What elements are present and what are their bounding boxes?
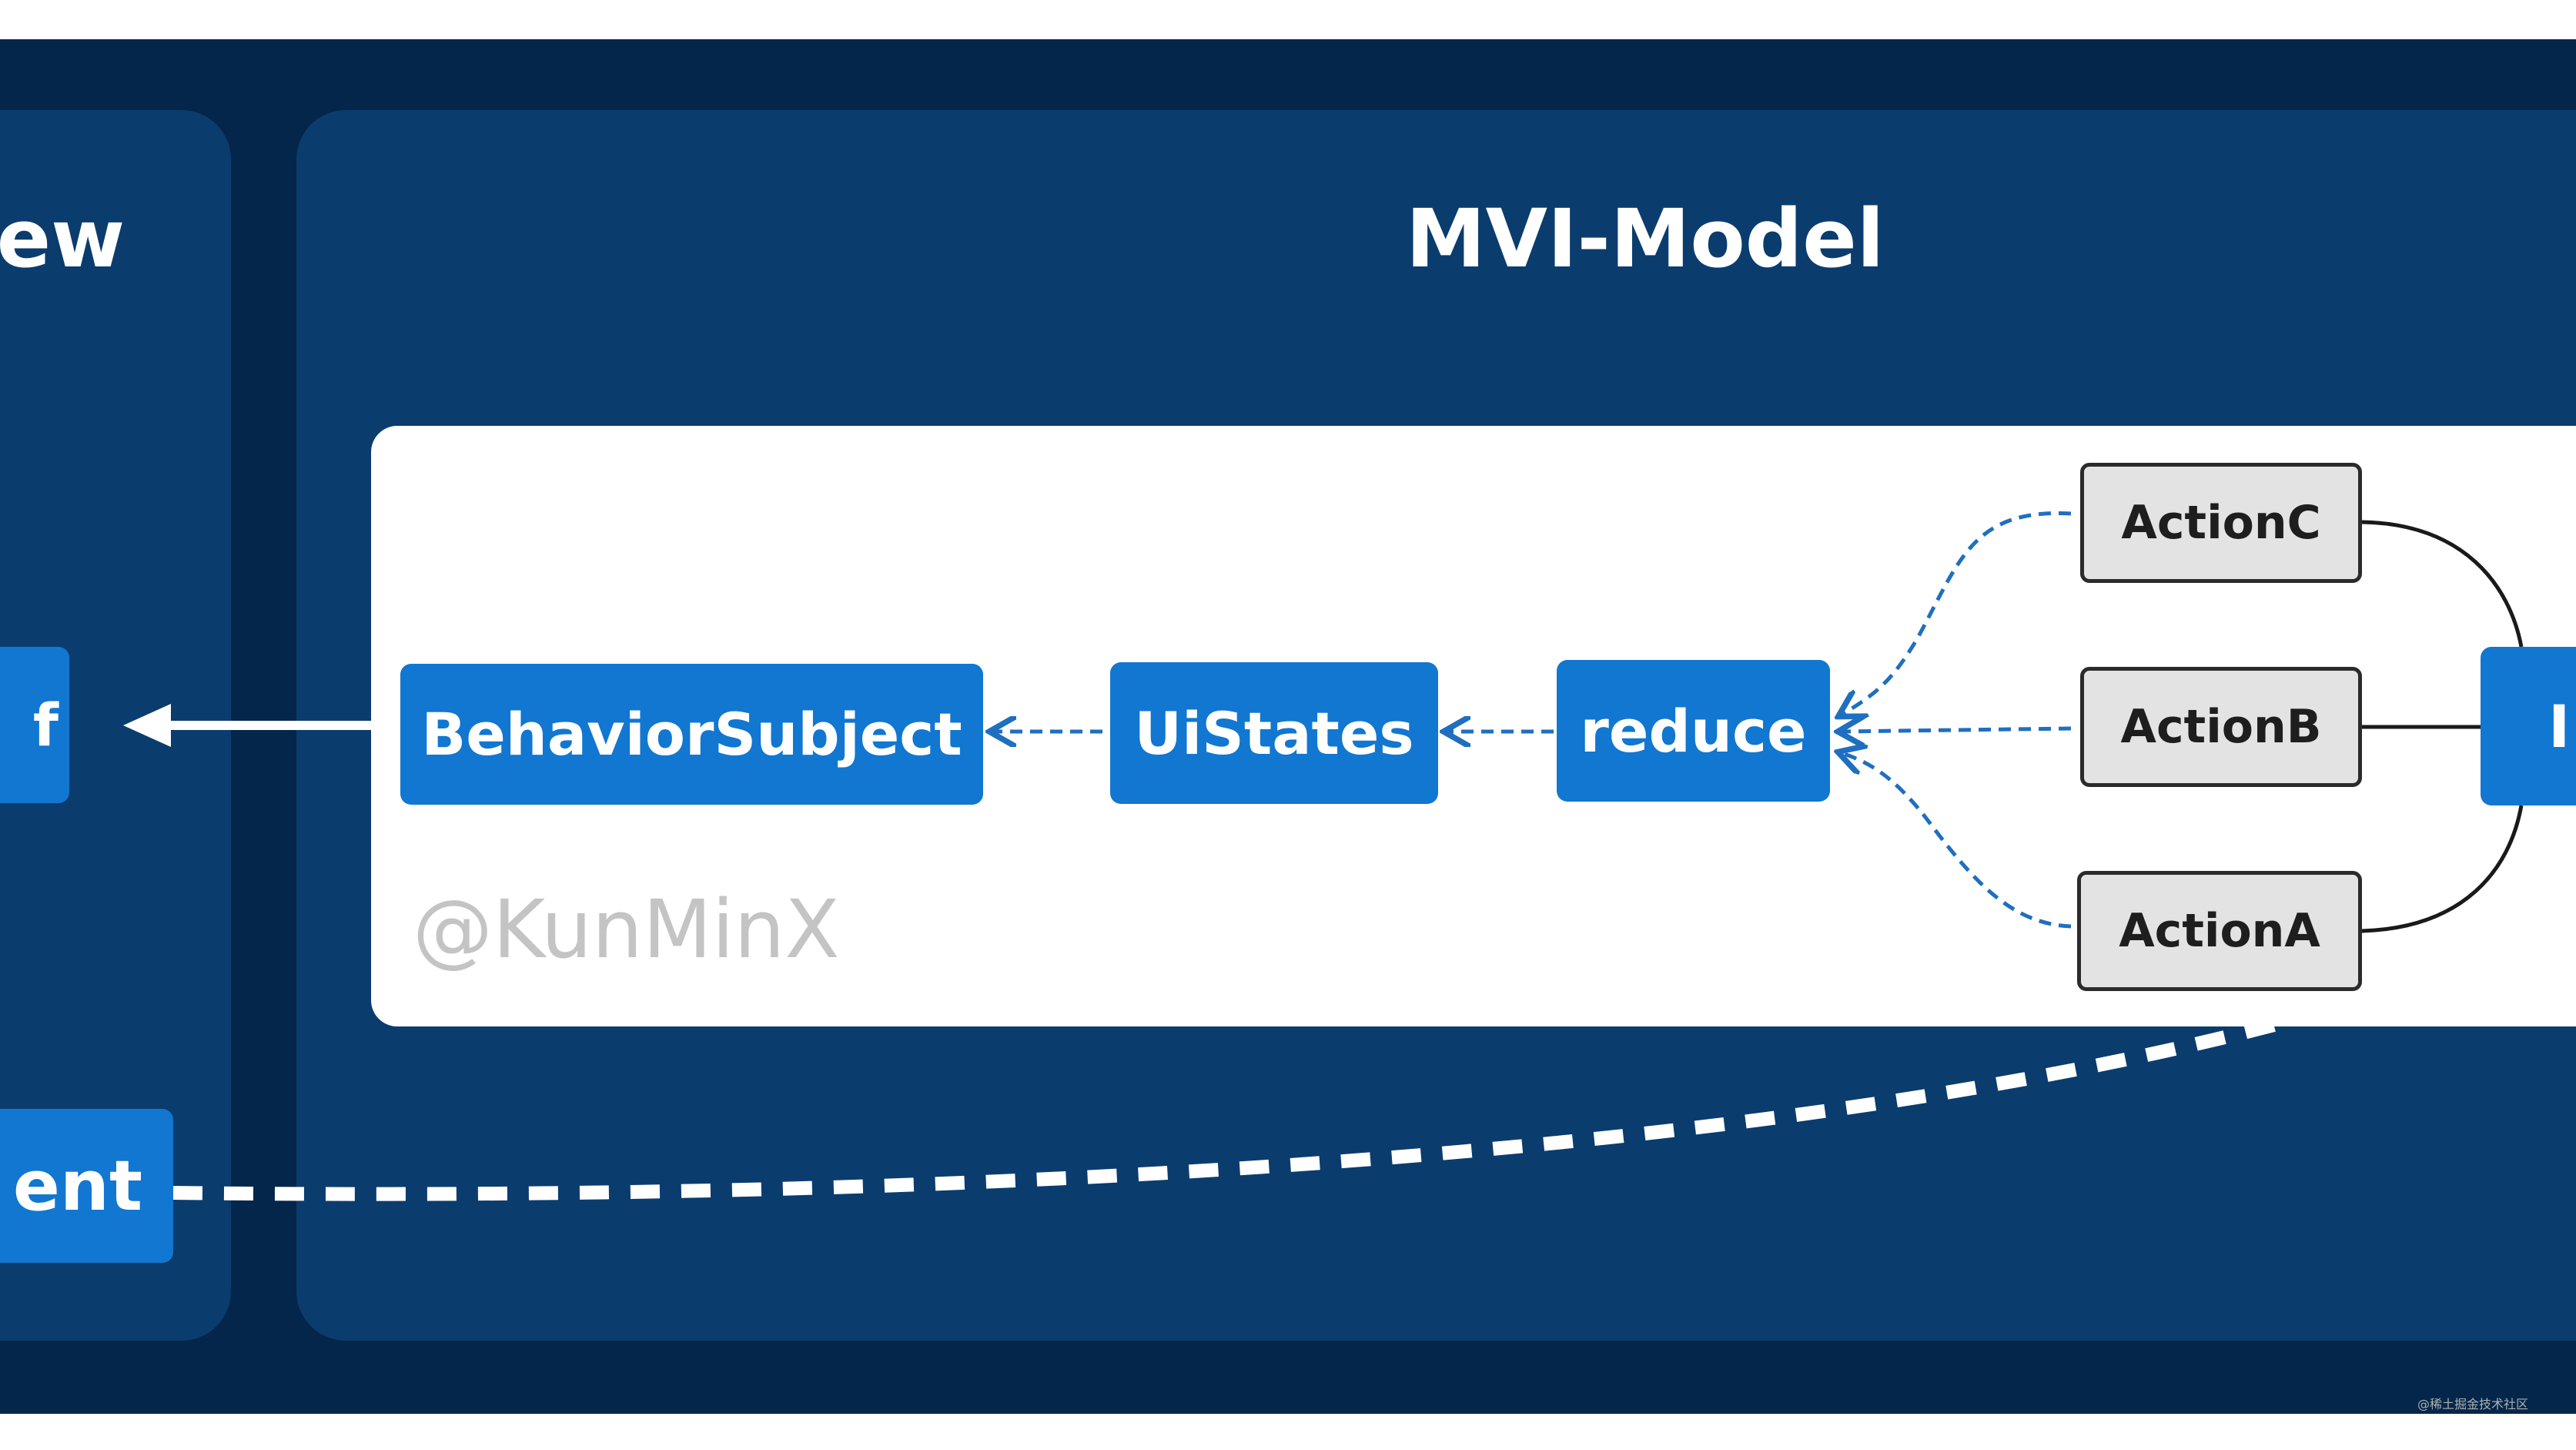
line-actiona-to-intent: [2361, 805, 2524, 933]
view-node-partial[interactable]: f: [0, 647, 69, 803]
intent-node-label: I: [2548, 692, 2571, 761]
arrow-actionc-to-reduce: [1842, 511, 2072, 715]
credit-text: @稀土掘金技术社区: [2417, 1397, 2529, 1411]
arrow-behavior-to-view-head: [123, 704, 171, 747]
action-a-node[interactable]: ActionA: [2077, 871, 2362, 991]
model-panel-title: MVI-Model: [1406, 192, 1885, 286]
reduce-label: reduce: [1580, 696, 1807, 765]
reduce-node[interactable]: reduce: [1557, 660, 1830, 802]
action-c-node[interactable]: ActionC: [2080, 463, 2362, 583]
arrow-actionb-to-reduce: [1842, 728, 2072, 732]
event-node-label: ent: [12, 1145, 142, 1227]
intent-node-partial[interactable]: I: [2481, 647, 2576, 805]
event-node-partial[interactable]: ent: [0, 1109, 173, 1263]
action-c-label: ActionC: [2121, 496, 2321, 550]
watermark-text: @KunMinX: [413, 882, 840, 976]
view-node-label: f: [32, 691, 59, 759]
ui-states-node[interactable]: UiStates: [1110, 662, 1438, 804]
arrow-actiona-to-reduce: [1842, 753, 2072, 929]
view-panel-title: iew: [0, 192, 125, 286]
dashed-event-path: [172, 913, 2576, 1201]
behavior-subject-label: BehaviorSubject: [421, 700, 962, 769]
ui-states-label: UiStates: [1134, 698, 1414, 768]
action-a-label: ActionA: [2119, 904, 2320, 958]
action-b-node[interactable]: ActionB: [2080, 667, 2362, 787]
line-actionc-to-intent: [2361, 520, 2524, 648]
behavior-subject-node[interactable]: BehaviorSubject: [400, 664, 983, 805]
action-b-label: ActionB: [2120, 700, 2322, 754]
